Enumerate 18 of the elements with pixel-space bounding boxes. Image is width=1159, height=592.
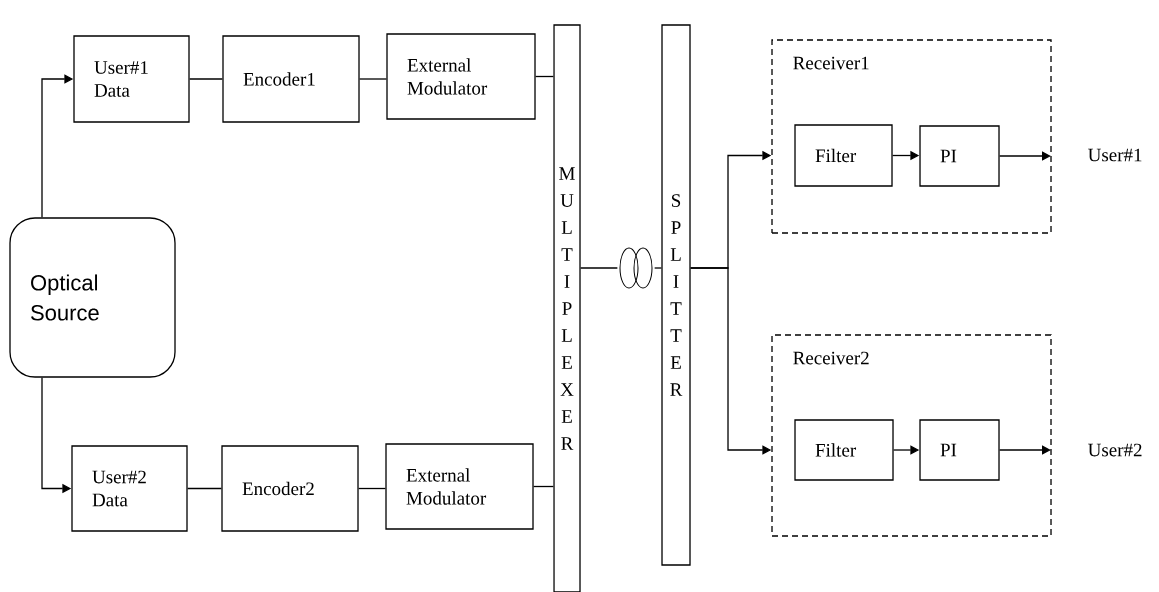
process-box: External Modulator [385, 443, 534, 530]
tall-box: S P L I T T E R [661, 24, 691, 566]
fiber-coil [619, 247, 653, 289]
process-box: Encoder1 [222, 35, 360, 123]
process-box: PI [919, 125, 1000, 187]
output-label: User#2 [1088, 443, 1142, 457]
process-box: User#1 Data [73, 35, 190, 123]
process-box: Filter [794, 124, 893, 187]
process-box: Filter [794, 419, 894, 481]
output-label: User#1 [1088, 148, 1142, 162]
process-box: User#2 Data [71, 445, 188, 532]
arrow [999, 445, 1051, 455]
source-box: Optical Source [9, 217, 176, 378]
arrow [999, 151, 1051, 161]
process-box: Encoder2 [221, 445, 359, 532]
process-box: External Modulator [386, 33, 536, 120]
process-box: PI [919, 419, 1000, 481]
tall-box: M U L T I P L E X E R [553, 24, 581, 592]
